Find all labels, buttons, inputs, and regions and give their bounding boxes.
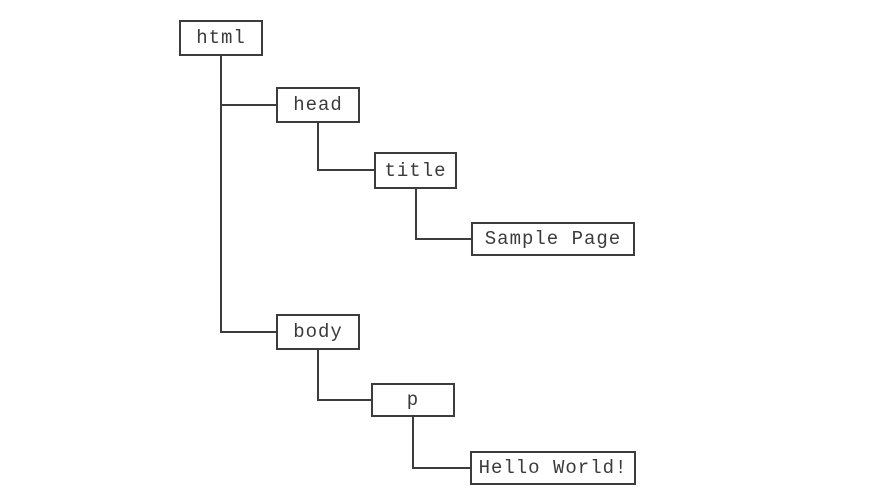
connector-head-to-title: [317, 123, 374, 171]
node-p: p: [371, 383, 455, 417]
node-body: body: [276, 314, 360, 350]
node-html: html: [179, 20, 263, 56]
node-head: head: [276, 87, 360, 123]
connector-html-trunk-to-body: [220, 56, 276, 333]
node-hello-world: Hello World!: [470, 451, 636, 485]
connector-title-to-sample-page: [415, 189, 471, 240]
connector-body-to-p: [317, 350, 371, 401]
node-title: title: [374, 152, 457, 189]
node-sample-page: Sample Page: [471, 222, 635, 256]
connector-p-to-hello-world: [412, 417, 470, 469]
